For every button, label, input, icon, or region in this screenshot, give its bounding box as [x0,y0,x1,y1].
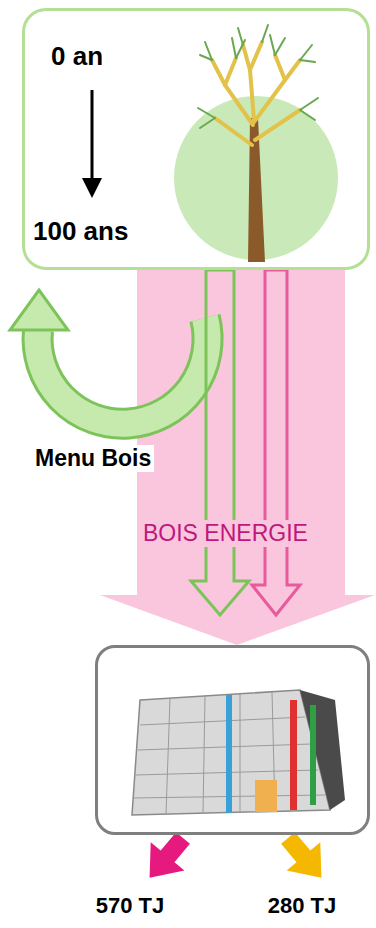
flow-arrow [252,270,300,615]
process-box: 0 an 100 ans [22,8,370,270]
process-box [95,645,370,835]
regrowth-loop-arrow [10,290,208,424]
building [132,690,345,815]
energy-value: 280 TJ [268,893,337,919]
flow-label: Menu Bois [32,445,154,472]
flow-arrow [191,270,249,615]
flow-band-head [100,595,375,645]
tree [198,25,318,262]
energy-value: 570 TJ [96,893,165,919]
flow-band [137,270,345,595]
time-label: 100 ans [33,216,128,247]
flow-label: BOIS ENERGIE [140,520,311,547]
time-label: 0 an [51,41,103,72]
time-arrow [82,90,102,198]
